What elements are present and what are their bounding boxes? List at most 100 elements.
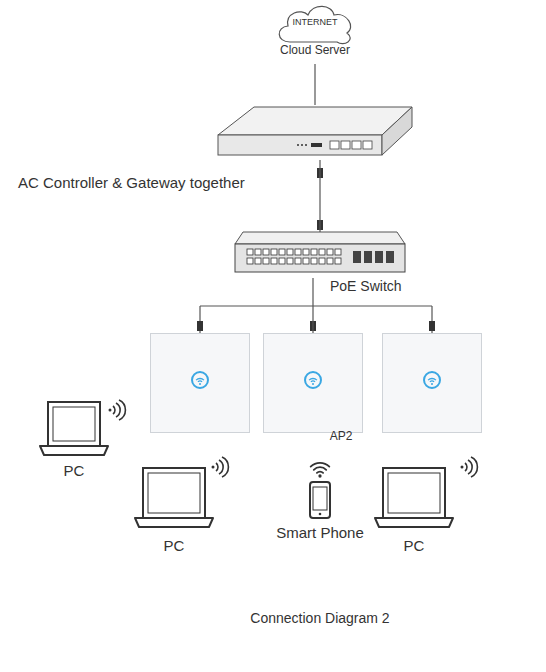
bus-wire — [200, 305, 432, 306]
smart-phone: Smart Phone — [285, 458, 355, 542]
panel-face — [383, 334, 482, 433]
switch-port — [327, 258, 333, 264]
wifi-ring — [424, 372, 440, 388]
laptop-display — [388, 473, 440, 513]
switch-port — [255, 249, 261, 255]
wifi-dot — [312, 383, 314, 385]
network-cable — [312, 278, 313, 333]
switch-port — [279, 258, 285, 264]
pc-laptop: PC — [38, 400, 110, 478]
poe-switch-shape — [235, 232, 405, 278]
laptop-display — [148, 473, 200, 513]
switch-port — [319, 249, 325, 255]
wifi-arcs — [311, 463, 330, 473]
signal-dot — [461, 466, 464, 469]
switch-port — [263, 249, 269, 255]
poe-switch: PoE Switch — [235, 232, 405, 278]
network-cable — [314, 64, 315, 105]
switch-port — [303, 249, 309, 255]
signal-dot — [212, 466, 215, 469]
status-led — [301, 144, 303, 146]
switch-port — [327, 249, 333, 255]
access-point: AP2 — [263, 333, 363, 433]
switch-port — [271, 249, 277, 255]
signal-arcs — [113, 400, 125, 420]
laptop-screen — [143, 468, 205, 518]
wifi-dot — [431, 383, 433, 385]
diagram-caption: Connection Diagram 2 — [170, 610, 470, 626]
pc-laptop: PC — [373, 466, 455, 554]
node-label: PC — [373, 537, 455, 554]
wifi-dot — [199, 383, 201, 385]
status-led — [297, 144, 299, 146]
wireless-signal — [461, 457, 478, 477]
uplink-port — [364, 251, 372, 263]
uplink-port — [386, 251, 394, 263]
switch-port — [319, 258, 325, 264]
wireless-signal — [109, 400, 126, 420]
switch-port — [271, 258, 277, 264]
laptop-display — [53, 407, 95, 441]
pc-laptop: PC — [133, 466, 215, 554]
uplink-port — [375, 251, 383, 263]
phone-screen — [313, 487, 327, 510]
ethernet-port — [341, 141, 350, 149]
switch-port — [311, 258, 317, 264]
switch-port — [287, 249, 293, 255]
wifi-arcs — [428, 378, 436, 381]
laptop-screen — [383, 468, 445, 518]
laptop-base — [135, 518, 213, 527]
phone-button — [319, 513, 322, 516]
switch-port — [335, 249, 341, 255]
node-label: PC — [133, 537, 215, 554]
switch-top — [235, 232, 405, 244]
signal-arcs — [216, 457, 228, 477]
switch-port — [247, 249, 253, 255]
cable-plug — [429, 321, 435, 331]
signal-dot — [109, 409, 112, 412]
cable-plugs — [197, 168, 435, 331]
signal-arcs — [465, 457, 477, 477]
wifi-dot — [318, 474, 321, 477]
uplink-port — [353, 251, 361, 263]
switch-port — [295, 258, 301, 264]
status-led — [305, 144, 307, 146]
poe-bus-wires — [200, 306, 432, 333]
cable-plug — [197, 321, 203, 331]
phone-body — [310, 482, 330, 518]
access-point-panel — [151, 334, 250, 433]
node-label: Smart Phone — [265, 524, 375, 541]
ethernet-port — [352, 141, 361, 149]
node-label: PoE Switch — [330, 278, 430, 294]
cable-plug — [310, 321, 316, 331]
ethernet-port — [330, 141, 339, 149]
switch-port — [311, 249, 317, 255]
cloud-label: INTERNET — [270, 17, 360, 27]
gateway-device: AC Controller & Gateway together — [218, 105, 412, 160]
device-front — [218, 135, 382, 155]
switch-port — [295, 249, 301, 255]
port-slot — [311, 143, 322, 147]
access-point-shape — [263, 333, 363, 433]
wifi-ring — [305, 372, 321, 388]
wifi-arcs — [196, 378, 204, 381]
wifi-arcs — [309, 378, 317, 381]
node-label: AC Controller & Gateway together — [18, 174, 308, 191]
device-side — [382, 107, 412, 155]
switch-port — [335, 258, 341, 264]
switch-port — [247, 258, 253, 264]
cable-plug — [317, 220, 323, 230]
laptop-base — [40, 446, 108, 455]
switch-port — [287, 258, 293, 264]
ethernet-port — [363, 141, 372, 149]
network-cable — [319, 160, 320, 232]
node-label: AP2 — [291, 430, 391, 444]
device-top — [218, 107, 412, 135]
panel-face — [151, 334, 250, 433]
switch-port — [279, 249, 285, 255]
wifi-ring — [192, 372, 208, 388]
switch-port — [303, 258, 309, 264]
switch-front — [235, 244, 405, 272]
